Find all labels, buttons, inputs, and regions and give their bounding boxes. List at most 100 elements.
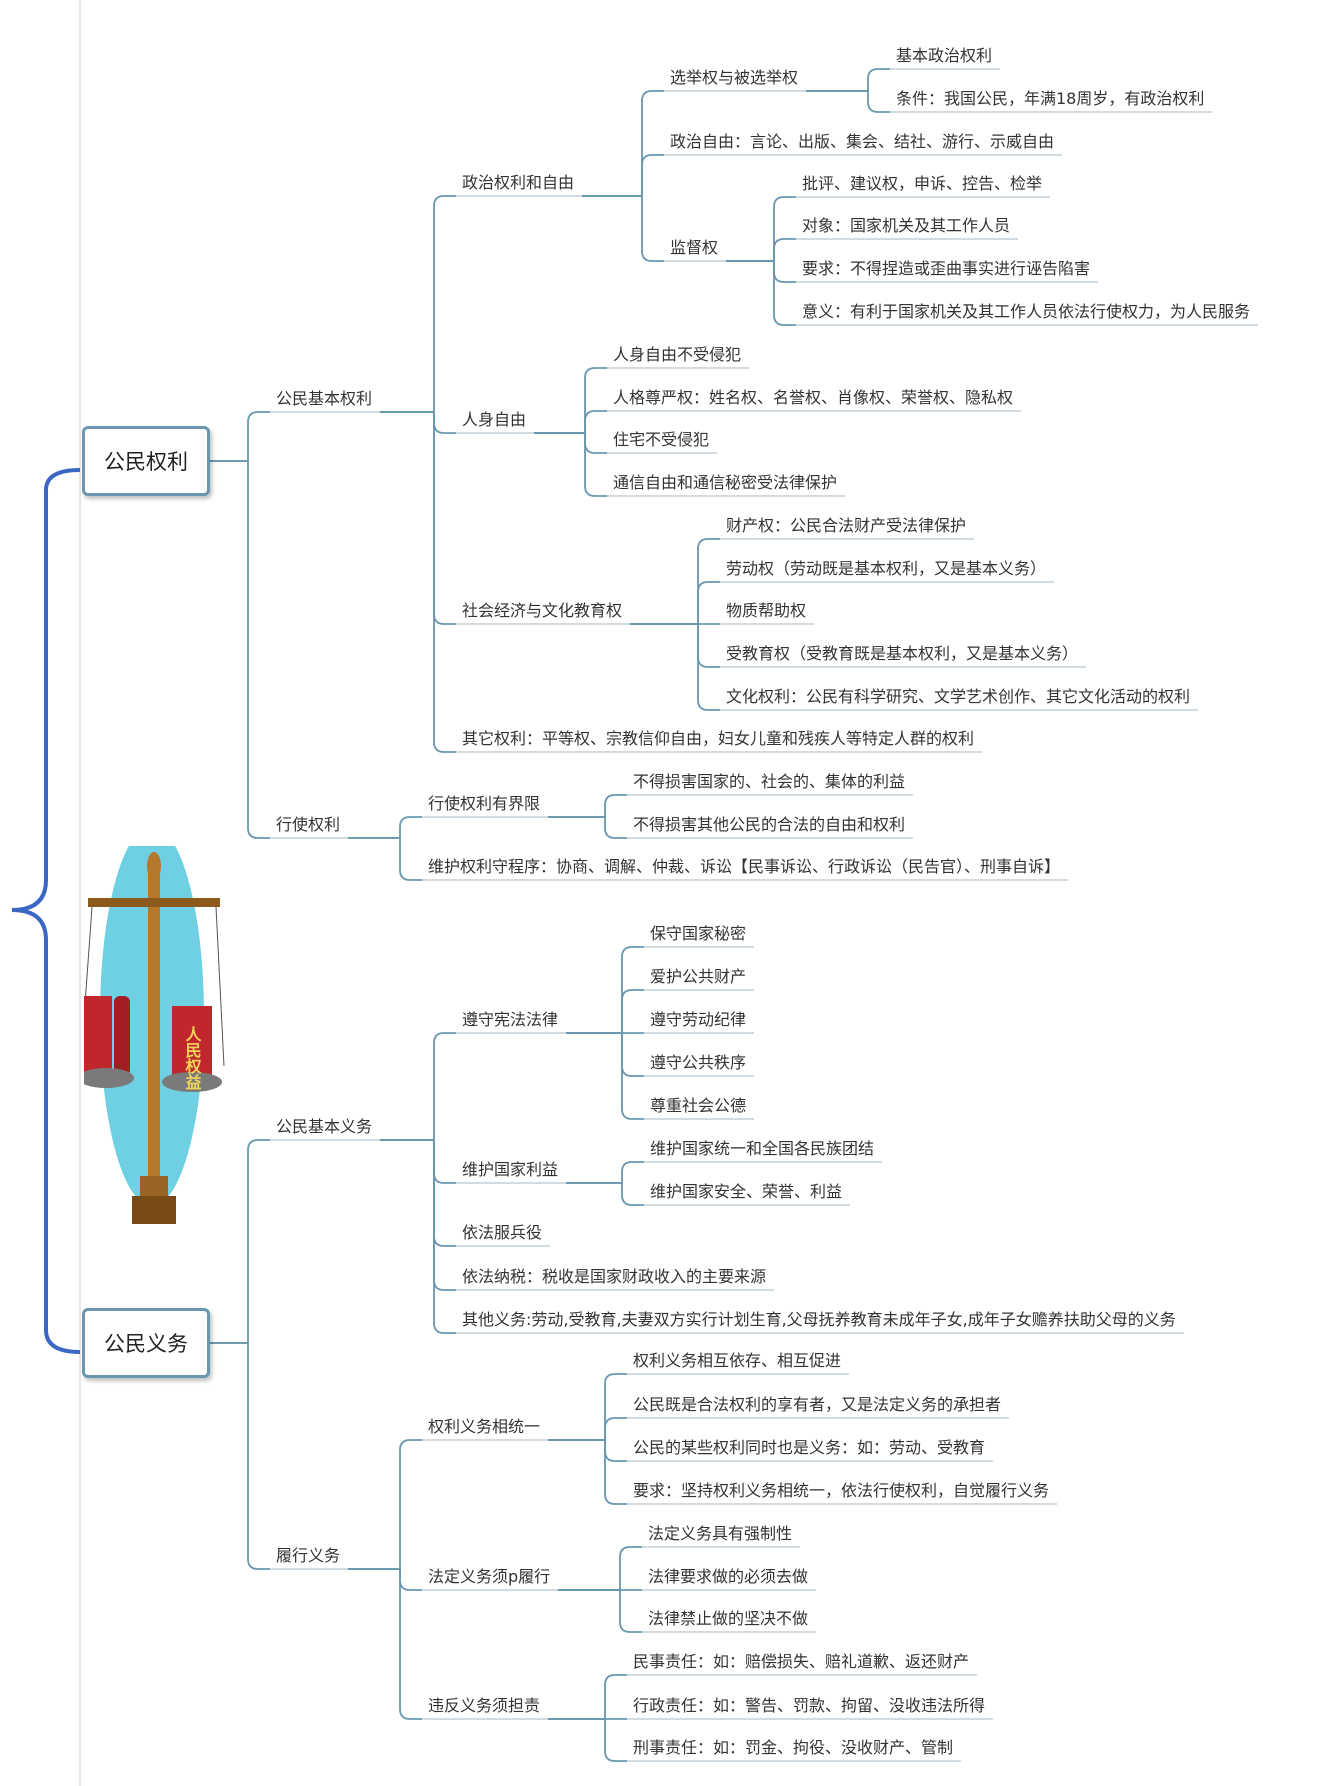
node-n18[interactable]: 财产权：公民合法财产受法律保护 — [726, 516, 967, 535]
node-n2[interactable]: 政治权利和自由 — [462, 173, 575, 192]
connector-n8 — [726, 196, 796, 262]
node-n30[interactable]: 遵守宪法法律 — [462, 1010, 559, 1029]
node-underlines — [270, 68, 1258, 1762]
node-n55[interactable]: 刑事责任：如：罚金、拘役、没收财产、管制 — [633, 1738, 954, 1757]
connector-n5 — [806, 90, 890, 113]
connector-n25 — [348, 816, 422, 839]
connector-n28 — [348, 837, 422, 881]
node-n35[interactable]: 尊重社会公德 — [650, 1096, 747, 1115]
node-n39[interactable]: 依法服兵役 — [462, 1223, 543, 1242]
connector-n27 — [548, 816, 627, 839]
connector-n19 — [630, 581, 720, 625]
node-n3[interactable]: 选举权与被选举权 — [670, 68, 799, 87]
connector-n2 — [380, 195, 456, 413]
connector-n55 — [548, 1718, 627, 1762]
node-n28[interactable]: 维护权利守程序：协商、调解、仲裁、诉讼【民事诉讼、行政诉讼（民告官）、刑事自诉】 — [428, 857, 1061, 876]
node-n27[interactable]: 不得损害其他公民的合法的自由和权利 — [633, 815, 906, 834]
connector-n21 — [630, 623, 720, 668]
node-n49[interactable]: 法定义务具有强制性 — [648, 1524, 793, 1543]
connector-n38 — [566, 1182, 644, 1206]
node-n29[interactable]: 公民基本义务 — [276, 1117, 373, 1136]
root-node-rights[interactable]: 公民权利 — [82, 426, 210, 496]
node-n17[interactable]: 社会经济与文化教育权 — [462, 601, 623, 620]
badge-text: 人民权益 — [183, 1026, 203, 1090]
node-n47[interactable]: 要求：坚持权利义务相统一，依法行使权利，自觉履行义务 — [633, 1481, 1050, 1500]
node-n53[interactable]: 民事责任：如：赔偿损失、赔礼道歉、返还财产 — [633, 1652, 970, 1671]
node-n48[interactable]: 法定义务须p履行 — [428, 1567, 551, 1586]
node-n6[interactable]: 政治自由：言论、出版、集会、结社、游行、示威自由 — [670, 132, 1055, 151]
node-n9[interactable]: 对象：国家机关及其工作人员 — [802, 216, 1011, 235]
connector-n10 — [726, 260, 796, 283]
node-n34[interactable]: 遵守公共秩序 — [650, 1053, 747, 1072]
connector-n47 — [548, 1439, 627, 1505]
connector-n43 — [348, 1439, 422, 1570]
node-n24[interactable]: 行使权利 — [276, 815, 341, 834]
node-n51[interactable]: 法律禁止做的坚决不做 — [648, 1609, 809, 1628]
node-n20[interactable]: 物质帮助权 — [726, 601, 807, 620]
node-n31[interactable]: 保守国家秘密 — [650, 924, 747, 943]
node-n45[interactable]: 公民既是合法权利的享有者，又是法定义务的承担者 — [633, 1395, 1002, 1414]
connector-n52 — [348, 1568, 422, 1720]
node-n52[interactable]: 违反义务须担责 — [428, 1696, 541, 1715]
connector-n9 — [726, 238, 796, 262]
node-n23[interactable]: 其它权利：平等权、宗教信仰自由，妇女儿童和残疾人等特定人群的权利 — [462, 729, 975, 748]
connector-n37 — [566, 1161, 644, 1184]
connector-n35 — [566, 1032, 644, 1120]
node-n11[interactable]: 意义：有利于国家机关及其工作人员依法行使权力，为人民服务 — [802, 302, 1251, 321]
node-n13[interactable]: 人身自由不受侵犯 — [613, 345, 742, 364]
node-n5[interactable]: 条件：我国公民，年满18周岁，有政治权利 — [896, 89, 1205, 108]
connector-n45 — [548, 1417, 627, 1441]
connector-n15 — [534, 432, 607, 454]
node-n14[interactable]: 人格尊严权：姓名权、名誉权、肖像权、荣誉权、隐私权 — [613, 388, 1014, 407]
node-n32[interactable]: 爱护公共财产 — [650, 967, 747, 986]
node-n54[interactable]: 行政责任：如：警告、罚款、拘留、没收违法所得 — [633, 1696, 986, 1715]
node-n25[interactable]: 行使权利有界限 — [428, 794, 541, 813]
node-n8[interactable]: 批评、建议权，申诉、控告、检举 — [802, 174, 1043, 193]
connector-n14 — [534, 410, 607, 434]
node-n40[interactable]: 依法纳税：税收是国家财政收入的主要来源 — [462, 1267, 767, 1286]
root-node-duties[interactable]: 公民义务 — [82, 1308, 210, 1378]
connector-n6 — [582, 154, 664, 197]
connector-n13 — [534, 367, 607, 434]
node-n33[interactable]: 遵守劳动纪律 — [650, 1010, 747, 1029]
scale-illustration: 人民权益 — [78, 826, 234, 1246]
connector-n51 — [558, 1589, 642, 1633]
node-n43[interactable]: 权利义务相统一 — [428, 1417, 541, 1436]
node-n7[interactable]: 监督权 — [670, 238, 719, 257]
node-n36[interactable]: 维护国家利益 — [462, 1160, 559, 1179]
node-n21[interactable]: 受教育权（受教育既是基本权利，又是基本义务） — [726, 644, 1079, 663]
connector-n36 — [380, 1139, 456, 1184]
node-n50[interactable]: 法律要求做的必须去做 — [648, 1567, 809, 1586]
connector-n26 — [548, 794, 627, 818]
connector-n31 — [566, 946, 644, 1034]
connector-n42 — [210, 1342, 270, 1570]
connector-n22 — [630, 623, 720, 711]
tree-connectors — [210, 68, 890, 1762]
node-n10[interactable]: 要求：不得捏造或歪曲事实进行诬告陷害 — [802, 259, 1091, 278]
node-n26[interactable]: 不得损害国家的、社会的、集体的利益 — [633, 772, 906, 791]
node-n41[interactable]: 其他义务:劳动,受教育,夫妻双方实行计划生育,父母抚养教育未成年子女,成年子女赡… — [462, 1310, 1176, 1329]
node-n42[interactable]: 履行义务 — [276, 1546, 341, 1565]
connector-n30 — [380, 1032, 456, 1141]
connector-n24 — [210, 460, 270, 839]
node-n19[interactable]: 劳动权（劳动既是基本权利，又是基本义务） — [726, 559, 1047, 578]
node-n4[interactable]: 基本政治权利 — [896, 46, 993, 65]
node-n15[interactable]: 住宅不受侵犯 — [613, 430, 710, 449]
connector-n1 — [210, 411, 270, 462]
connector-n12 — [380, 411, 456, 434]
node-n1[interactable]: 公民基本权利 — [276, 389, 373, 408]
connector-n16 — [534, 432, 607, 497]
connector-n23 — [380, 411, 456, 753]
node-n16[interactable]: 通信自由和通信秘密受法律保护 — [613, 473, 838, 492]
node-n38[interactable]: 维护国家安全、荣誉、利益 — [650, 1182, 843, 1201]
node-n44[interactable]: 权利义务相互依存、相互促进 — [633, 1351, 842, 1370]
node-n46[interactable]: 公民的某些权利同时也是义务：如：劳动、受教育 — [633, 1438, 986, 1457]
connector-n11 — [726, 260, 796, 326]
root-bracket — [11, 468, 81, 1354]
connector-n49 — [558, 1546, 642, 1591]
node-n22[interactable]: 文化权利：公民有科学研究、文学艺术创作、其它文化活动的权利 — [726, 687, 1191, 706]
node-n37[interactable]: 维护国家统一和全国各民族团结 — [650, 1139, 875, 1158]
connector-n7 — [582, 195, 664, 262]
node-n12[interactable]: 人身自由 — [462, 410, 527, 429]
